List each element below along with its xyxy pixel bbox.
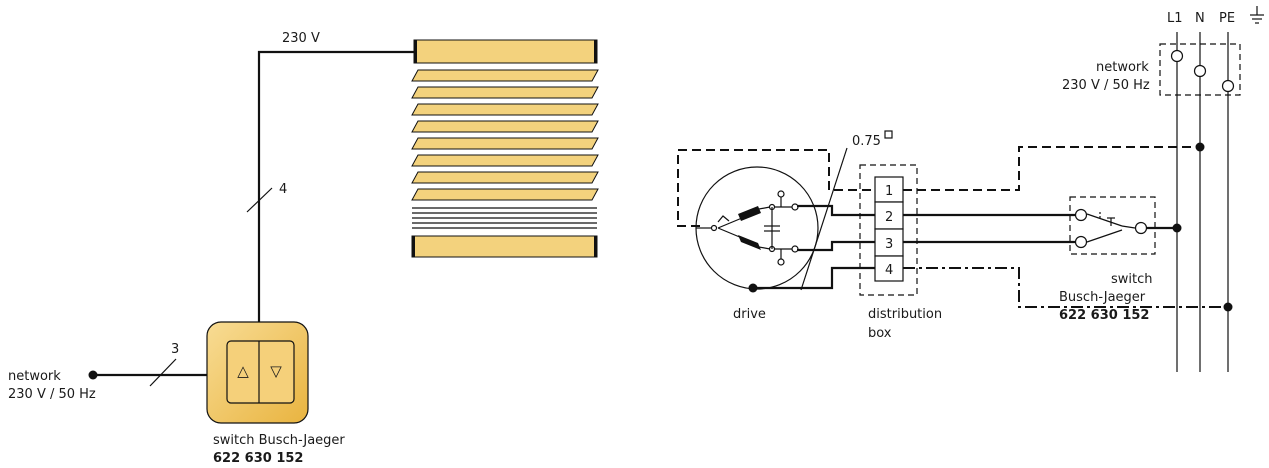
cable-count-tick-top (246, 187, 273, 213)
motor-voltage-label: 230 V (282, 31, 320, 46)
wire-motor-pe-to-t4 (753, 266, 875, 290)
blind-slat (411, 154, 599, 167)
blind-bottom-cap-right (594, 236, 597, 257)
wire-t1-to-neutral (903, 146, 1200, 191)
ground-icon (1250, 6, 1264, 24)
blind-slat (411, 188, 599, 201)
blind-slat (411, 103, 599, 116)
switch-name-right: Busch-Jaeger (1059, 290, 1146, 305)
network-terminal-n (1193, 64, 1207, 78)
network-box (1159, 43, 1241, 96)
switch-name-left: switch Busch-Jaeger (213, 433, 345, 448)
network-voltage-right: 230 V / 50 Hz (1062, 78, 1150, 93)
terminal-2: 2 (885, 210, 893, 225)
blind-slat (411, 86, 599, 99)
blind-head-rail (413, 39, 598, 64)
blind-head-cap-left (414, 40, 417, 63)
phase-label-pe: PE (1219, 11, 1235, 26)
blind-stacked-slats (412, 207, 597, 229)
terminal-4: 4 (885, 263, 893, 278)
network-voltage-left: 230 V / 50 Hz (8, 387, 96, 402)
network-label-left: network (8, 369, 61, 384)
blind (411, 39, 599, 258)
cable-count-network: 3 (171, 342, 179, 357)
square-mm-icon (884, 130, 893, 139)
switch-down-icon: ▽ (270, 362, 282, 380)
blind-slat (411, 137, 599, 150)
cross-section-label: 0.75 (852, 134, 881, 149)
phase-label-l1: L1 (1167, 11, 1183, 26)
wire-motor-neutral-dashed (677, 149, 875, 227)
network-terminal-l1 (1170, 49, 1184, 63)
terminal-1: 1 (885, 184, 893, 199)
switch-label-right: switch (1111, 272, 1153, 287)
wire-motor-to-t2 (797, 204, 875, 217)
blind-switch: △ ▽ (206, 321, 309, 424)
blind-slat (411, 120, 599, 133)
motor-windings (696, 190, 799, 266)
cross-section-leader (800, 147, 848, 291)
distribution-box (859, 164, 918, 296)
switch-part-right: 622 630 152 (1059, 308, 1149, 323)
network-label-right: network (1096, 60, 1149, 75)
junction-pe (1223, 302, 1233, 312)
switch-box-right (1069, 196, 1156, 255)
junction-neutral (1195, 142, 1205, 152)
switch-lever (1086, 212, 1136, 243)
distribution-label-2: box (868, 326, 892, 341)
switch-part-left: 622 630 152 (213, 451, 303, 466)
motor-cable (257, 50, 414, 322)
blind-slat (411, 69, 599, 82)
cable-count-top: 4 (279, 182, 287, 197)
switch-contact-down (1074, 235, 1088, 249)
junction-l1 (1172, 223, 1182, 233)
blind-head-cap-right (594, 40, 597, 63)
switch-contact-up (1074, 208, 1088, 222)
blind-slat (411, 171, 599, 184)
drive-label: drive (733, 307, 766, 322)
phase-label-n: N (1195, 11, 1205, 26)
cable-count-tick-network (149, 358, 177, 387)
switch-up-icon: △ (237, 362, 249, 380)
wire-motor-to-t3 (797, 240, 875, 252)
wire-t4-to-pe (903, 267, 1228, 308)
terminal-3: 3 (885, 237, 893, 252)
switch-common (1134, 221, 1148, 235)
blind-bottom-rail (411, 235, 598, 258)
overview-section: 230 V 4 (8, 31, 599, 466)
distribution-label-1: distribution (868, 307, 942, 322)
network-terminal-pe (1221, 79, 1235, 93)
schematic-section: L1 N PE network 230 V / 50 Hz (677, 6, 1264, 372)
switch-rocker (226, 340, 295, 404)
blind-bottom-cap-left (412, 236, 415, 257)
